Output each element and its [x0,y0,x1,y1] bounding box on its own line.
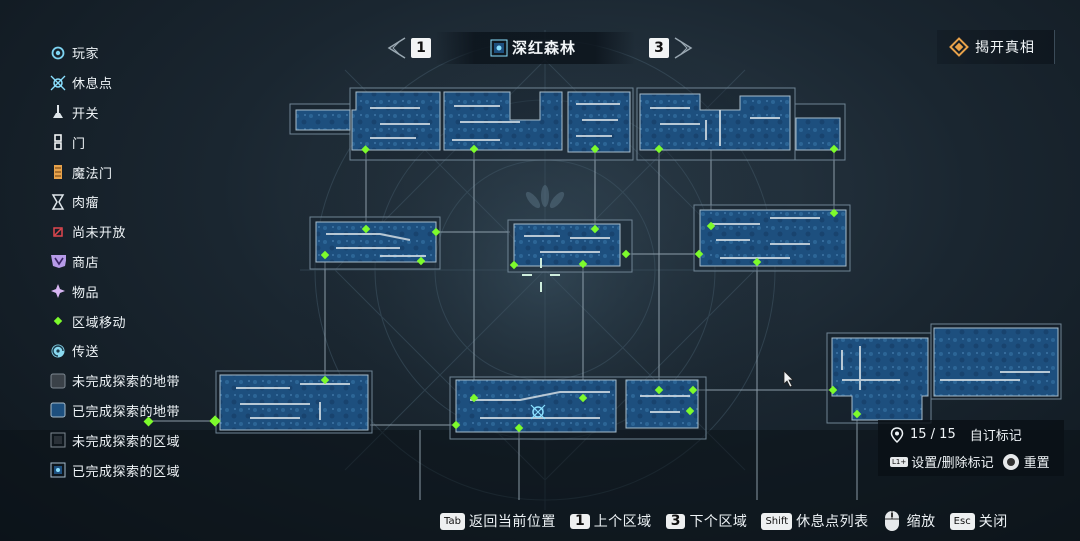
marker-count-row: 15 / 15 自订标记 [890,425,1022,444]
legend-label: 未完成探索的区域 [72,434,181,450]
next-area-label[interactable]: 下个区域 [689,514,748,530]
legend-label: 已完成探索的地带 [72,404,181,420]
next-area-arrow-icon[interactable] [673,36,695,60]
map-connectors [150,150,858,500]
map-legend: 玩家 休息点 开关 门 魔法门 肉瘤 尚未开放 [50,38,250,485]
legend-item-rest-point: 休息点 [50,68,250,98]
esc-key[interactable]: Esc [949,512,975,530]
next-area-key[interactable]: 3 [649,38,669,58]
marker-actions-row: L1+ 设置/删除标记 重置 [890,452,1050,471]
unexplored-region-icon [50,432,66,448]
legend-item-switch: 开关 [50,98,250,128]
explored-region-icon [50,462,66,478]
shop-icon [50,253,66,269]
reveal-truth-label: 揭开真相 [975,40,1035,56]
area-header: 1 深红森林 3 [385,32,695,64]
legend-item-shop: 商店 [50,247,250,277]
reset-label[interactable]: 重置 [1023,456,1050,471]
prev-area-key[interactable]: 1 [411,38,431,58]
controls-bar: Tab 返回当前位置 1 上个区域 3 下个区域 Shift 休息点列表 缩放 … [440,509,1008,533]
legend-item-unexplored-region: 未完成探索的区域 [50,425,250,455]
legend-item-explored-region: 已完成探索的区域 [50,455,250,485]
legend-label: 传送 [72,345,100,361]
legend-label: 肉瘤 [72,196,100,212]
legend-label: 已完成探索的区域 [72,464,181,480]
legend-label: 魔法门 [72,166,113,182]
explored-zone-icon [50,402,66,418]
item-icon [50,283,66,299]
door-icon [50,134,66,151]
rest-point-icon[interactable] [530,404,546,420]
unexplored-zone-icon [50,373,66,389]
legend-label: 未完成探索的地带 [72,375,181,391]
legend-item-item: 物品 [50,276,250,306]
legend-item-door: 门 [50,127,250,157]
set-marker-key[interactable]: L1+ [890,456,909,467]
shift-key[interactable]: Shift [761,512,793,530]
prev-area-label[interactable]: 上个区域 [593,514,652,530]
prev-area-arrow-icon[interactable] [385,36,407,60]
area-title: 深红森林 [490,37,576,58]
reveal-truth-button[interactable]: 揭开真相 [937,30,1055,64]
marker-count: 15 / 15 [910,427,956,442]
tumor-icon [50,194,66,210]
player-icon [50,45,66,61]
legend-item-teleport: 传送 [50,336,250,366]
reset-stick-icon[interactable] [1002,453,1020,471]
tab-key[interactable]: Tab [440,512,465,530]
legend-label: 物品 [72,285,100,301]
teleport-icon [50,343,66,359]
legend-item-unexplored-zone: 未完成探索的地带 [50,366,250,396]
prev-area-key-hint[interactable]: 1 [569,513,590,529]
location-pin-icon [890,426,904,443]
map-cursor-crosshair [522,258,560,292]
mouse-pointer-icon [783,370,794,388]
explored-region-icon [490,39,508,56]
legend-item-player: 玩家 [50,38,250,68]
diamond-icon [949,37,969,57]
area-header-bar [435,32,635,64]
not-open-icon [50,224,66,240]
close-label[interactable]: 关闭 [978,514,1008,530]
rest-point-list-label[interactable]: 休息点列表 [796,514,869,530]
area-name: 深红森林 [512,39,577,57]
custom-marker-label: 自订标记 [969,429,1022,444]
legend-label: 区域移动 [72,315,127,331]
legend-label: 商店 [72,255,100,271]
marker-info-panel: 15 / 15 自订标记 L1+ 设置/删除标记 重置 [878,420,1064,476]
mouse-scroll-icon [884,511,899,531]
legend-item-tumor: 肉瘤 [50,187,250,217]
set-marker-label[interactable]: 设置/删除标记 [911,456,994,471]
return-current-position-label[interactable]: 返回当前位置 [468,514,556,530]
legend-label: 尚未开放 [72,226,127,242]
magic-door-icon [50,164,66,180]
legend-label: 开关 [72,106,100,122]
legend-label: 门 [72,136,86,152]
zoom-label[interactable]: 缩放 [906,514,936,530]
switch-icon [50,104,66,120]
legend-item-not-open: 尚未开放 [50,217,250,247]
legend-item-area-move: 区域移动 [50,306,250,336]
legend-item-explored-zone: 已完成探索的地带 [50,396,250,426]
legend-label: 休息点 [72,77,113,93]
legend-item-magic-door: 魔法门 [50,157,250,187]
rest-point-icon [50,75,66,91]
area-move-icon [50,313,66,329]
next-area-key-hint[interactable]: 3 [665,513,686,529]
legend-label: 玩家 [72,47,100,63]
